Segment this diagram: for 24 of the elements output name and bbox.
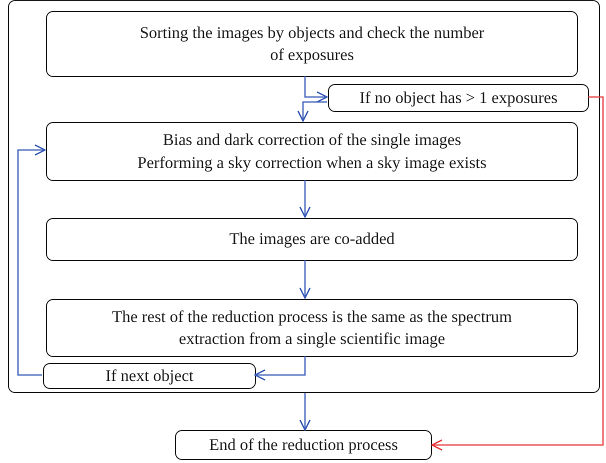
step-text: Performing a sky correction when a sky image exists [137,152,487,174]
arrow [299,180,311,218]
step-text: End of the reduction process [209,434,398,456]
step-text: The images are co-added [229,228,395,250]
arrow [299,260,311,299]
process-box [328,84,589,112]
step-text: The rest of the reduction process is the same as the spectrum extraction from a single scientific image [111,306,513,350]
arrow [254,356,306,381]
arrow [304,76,328,103]
step-text: If next object [106,364,194,387]
process-box [46,218,578,261]
process-box [175,430,432,460]
step-text: Sorting the images by objects and check the number of exposures [140,22,484,66]
arrow [431,96,604,451]
step-text: If no object has > 1 exposures [359,86,558,109]
arrow [17,144,46,376]
container-box [8,0,600,393]
arrow [299,393,311,431]
process-box [46,122,578,181]
step-text: Bias and dark correction of the single images [162,129,462,152]
process-box [46,299,578,357]
process-box [43,363,256,389]
arrow [297,101,327,122]
process-box [46,11,578,77]
